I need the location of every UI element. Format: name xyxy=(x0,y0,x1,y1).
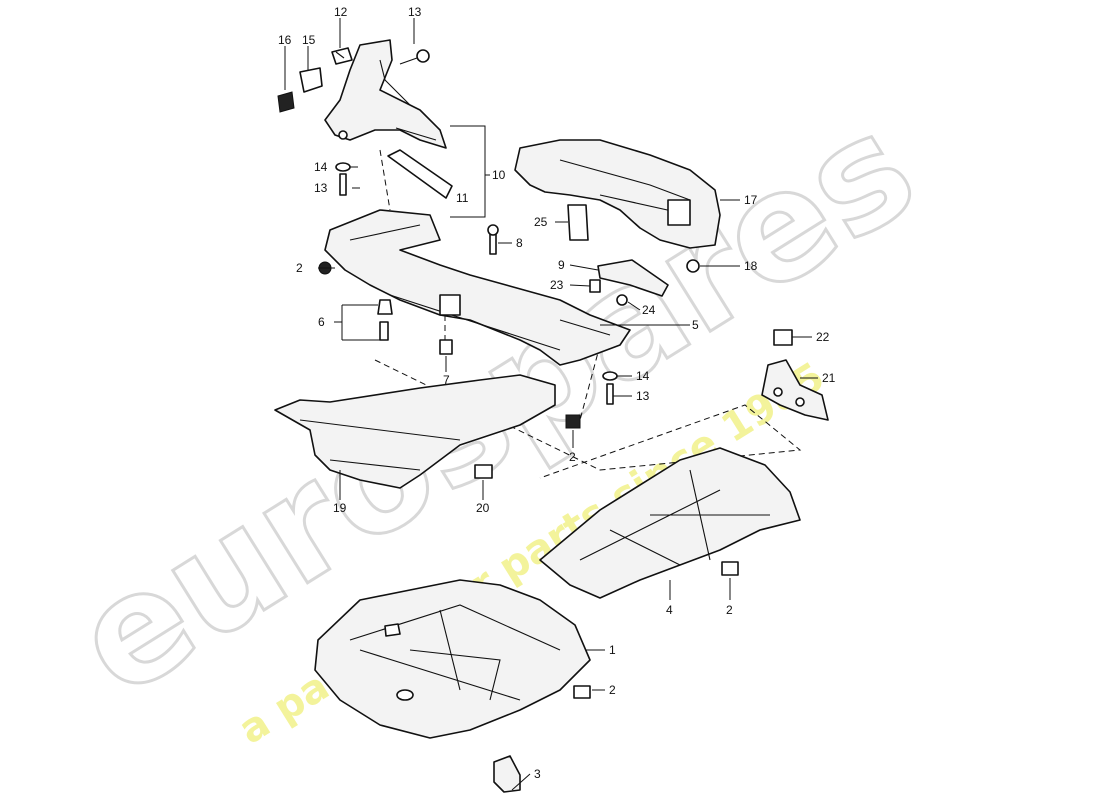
strip-11[interactable] xyxy=(387,149,453,199)
nut-2-bottom[interactable] xyxy=(573,685,591,699)
block-22[interactable] xyxy=(773,329,793,346)
tray-1[interactable] xyxy=(314,579,591,739)
callout-16: 16 xyxy=(278,33,292,47)
callout-15: 15 xyxy=(302,33,316,47)
nut-24[interactable] xyxy=(616,294,628,306)
callout-2-mid: 2 xyxy=(569,450,576,464)
cap-3[interactable] xyxy=(493,755,521,793)
bracket-10[interactable] xyxy=(324,39,447,149)
callout-11: 11 xyxy=(456,191,469,205)
callout-7: 7 xyxy=(443,373,450,387)
washer-14-right[interactable] xyxy=(602,371,618,381)
callout-10: 10 xyxy=(492,168,506,182)
callout-5: 5 xyxy=(692,318,699,332)
callout-13-left: 13 xyxy=(314,181,328,195)
callout-22: 22 xyxy=(816,330,830,344)
crossmember-5[interactable] xyxy=(324,209,631,366)
callout-13-top: 13 xyxy=(408,5,422,19)
callout-8: 8 xyxy=(516,236,523,250)
panel-19[interactable] xyxy=(274,374,556,489)
callout-14-left: 14 xyxy=(314,160,328,174)
clip-23[interactable] xyxy=(589,279,601,293)
callout-4: 4 xyxy=(666,603,673,617)
callout-12: 12 xyxy=(334,5,348,19)
callout-3: 3 xyxy=(534,767,541,781)
bolt-8[interactable] xyxy=(487,224,499,255)
bracket-17[interactable] xyxy=(514,139,721,249)
bracket-15[interactable] xyxy=(299,67,323,93)
callout-21: 21 xyxy=(822,371,836,385)
clip-12[interactable] xyxy=(331,47,353,65)
callout-24: 24 xyxy=(642,303,656,317)
plate-25[interactable] xyxy=(567,204,589,241)
bracket-9[interactable] xyxy=(597,259,669,297)
callout-9: 9 xyxy=(558,258,565,272)
callout-13-right: 13 xyxy=(636,389,650,403)
callout-6: 6 xyxy=(318,315,325,329)
callout-1: 1 xyxy=(609,643,616,657)
callouts: 12 13 16 15 10 11 14 13 2 6 7 8 25 17 9 … xyxy=(278,5,836,781)
nut-2-right[interactable] xyxy=(721,561,739,576)
leader-lines xyxy=(284,18,818,791)
nut-18[interactable] xyxy=(686,259,700,273)
callout-2-right: 2 xyxy=(726,603,733,617)
callout-19: 19 xyxy=(333,501,347,515)
clip-16[interactable] xyxy=(277,91,295,113)
frame-4[interactable] xyxy=(539,447,801,599)
bolt-13-top[interactable] xyxy=(399,49,430,65)
callout-25: 25 xyxy=(534,215,548,229)
callout-2-bottom: 2 xyxy=(609,683,616,697)
callout-14-right: 14 xyxy=(636,369,650,383)
nut-7[interactable] xyxy=(439,339,453,355)
callout-17: 17 xyxy=(744,193,758,207)
callout-18: 18 xyxy=(744,259,758,273)
nut-20[interactable] xyxy=(474,464,493,479)
nut-2-mid[interactable] xyxy=(565,414,581,429)
fastener-6[interactable] xyxy=(377,299,393,341)
callout-20: 20 xyxy=(476,501,490,515)
washer-14-top[interactable] xyxy=(335,162,351,172)
callout-2-left: 2 xyxy=(296,261,303,275)
screw-13-left[interactable] xyxy=(339,173,347,196)
screw-13-right[interactable] xyxy=(606,383,614,405)
bracket-21[interactable] xyxy=(761,359,829,421)
callout-23: 23 xyxy=(550,278,564,292)
